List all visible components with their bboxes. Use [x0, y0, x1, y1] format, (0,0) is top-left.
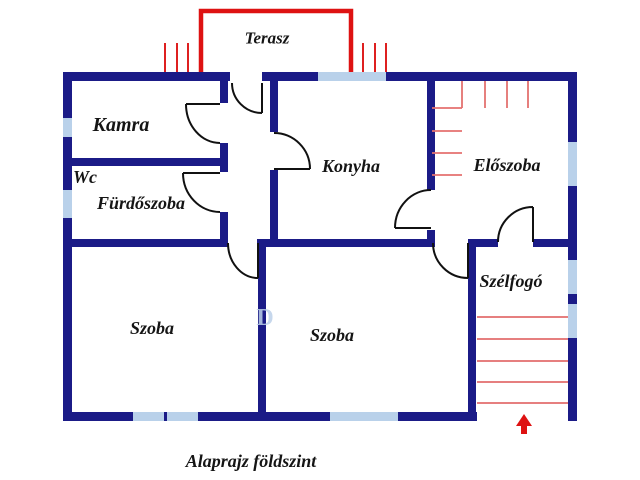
label-furdoszoba: Fürdőszoba	[96, 193, 186, 213]
window	[63, 190, 72, 218]
terrace-outline	[164, 8, 387, 75]
window	[568, 142, 577, 186]
label-szoba-2: Szoba	[309, 325, 355, 345]
wall-middle	[533, 239, 577, 247]
wall-konyha-eloszoba	[427, 230, 435, 247]
door-eloszoba-szelfogo	[497, 206, 534, 243]
eloszoba-fixture-lines	[432, 81, 529, 176]
wall-segment	[262, 72, 318, 81]
entrance-stairs	[477, 316, 568, 434]
interior-walls	[63, 81, 577, 412]
entry-arrow-icon	[521, 425, 527, 434]
window	[330, 412, 398, 421]
wall-segment	[568, 294, 577, 304]
wall-corridor-right	[270, 170, 278, 247]
window-mullion	[164, 412, 167, 421]
label-konyha: Konyha	[321, 156, 381, 176]
terrace-railing	[198, 8, 354, 75]
doors	[182, 82, 534, 279]
outer-walls	[63, 72, 577, 421]
wall-segment	[63, 72, 230, 81]
wall-segment	[198, 412, 330, 421]
window	[318, 72, 386, 81]
wall-middle	[468, 239, 498, 247]
wall-middle	[257, 239, 433, 247]
door-eloszoba-szoba	[432, 242, 469, 279]
door-kamra	[185, 103, 221, 144]
wall-szelfogo-left	[468, 239, 476, 412]
wall-corridor-right	[270, 81, 278, 132]
plan-caption: Alaprajz földszint	[185, 451, 317, 471]
wall-szoba-divider	[258, 239, 266, 412]
label-kamra: Kamra	[92, 114, 150, 136]
label-szelfogo: Szélfogó	[479, 271, 543, 291]
label-szoba-1: Szoba	[129, 318, 175, 338]
window	[63, 118, 72, 137]
watermark-glyph: D	[256, 305, 274, 331]
wall-segment	[568, 186, 577, 260]
wall-segment	[568, 72, 577, 142]
door-terrace	[231, 82, 263, 114]
wall-segment	[568, 338, 577, 421]
label-terasz: Terasz	[244, 28, 290, 48]
wall-corridor-left	[220, 143, 228, 172]
wall-segment	[386, 72, 577, 81]
door-konyha-eloszoba	[394, 189, 432, 229]
window	[568, 304, 577, 338]
window	[568, 260, 577, 294]
wall-corridor-left	[220, 81, 228, 103]
door-konyha	[273, 132, 311, 170]
wall-middle	[63, 239, 228, 247]
wall-segment	[63, 218, 72, 421]
label-wc: Wc	[73, 167, 97, 187]
wall-konyha-eloszoba	[427, 81, 435, 190]
wall-segment	[63, 72, 72, 118]
wall-kamra-bottom	[63, 158, 228, 166]
label-eloszoba: Előszoba	[473, 155, 541, 175]
wall-segment	[63, 412, 133, 421]
door-furdoszoba	[182, 172, 221, 213]
wall-segment	[398, 412, 477, 421]
door-szoba1	[227, 242, 259, 279]
wall-corridor-left	[220, 212, 228, 247]
entry-arrow-icon	[516, 414, 532, 426]
